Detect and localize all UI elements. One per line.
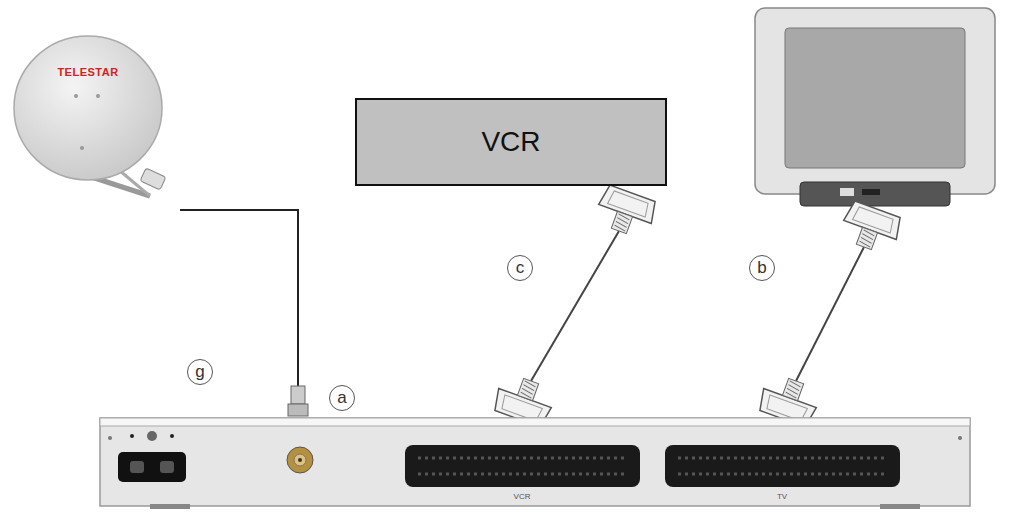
satellite-dish — [14, 36, 166, 196]
scart-plug — [838, 200, 904, 257]
port-label: TV — [777, 492, 787, 501]
antenna-cable — [180, 210, 298, 386]
callout-letter: g — [187, 359, 213, 385]
scart-cable — [531, 231, 619, 381]
f-plug — [288, 386, 308, 416]
scart-plug — [593, 184, 659, 241]
scart-cable — [796, 247, 864, 381]
callout-letter: c — [507, 255, 533, 281]
callout-letter: a — [329, 385, 355, 411]
device-box: VCR — [355, 98, 667, 186]
port-label: VCR — [514, 492, 531, 501]
callout-letter: b — [749, 255, 775, 281]
receiver-rear-panel — [100, 418, 970, 509]
brand-text: TELESTAR — [57, 66, 118, 78]
device-name: VCR — [481, 126, 540, 158]
television — [755, 8, 995, 206]
